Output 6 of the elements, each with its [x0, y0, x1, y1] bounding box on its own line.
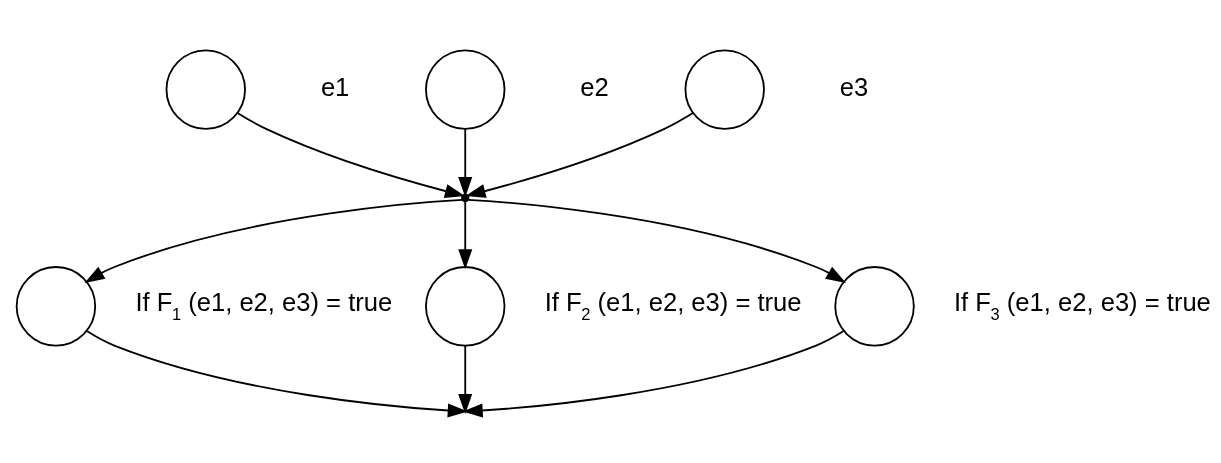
node-label: e1 [320, 73, 350, 102]
node-label: e3 [839, 73, 869, 102]
node-label: If F$_{1}$ (e1, e2, e3) = true [135, 288, 393, 324]
node-label: e2 [580, 73, 609, 102]
node-label: If F$_{3}$ (e1, e2, e3) = true [954, 288, 1211, 324]
node-label: If F$_{2}$ (e1, e2, e3) = true [544, 288, 802, 324]
